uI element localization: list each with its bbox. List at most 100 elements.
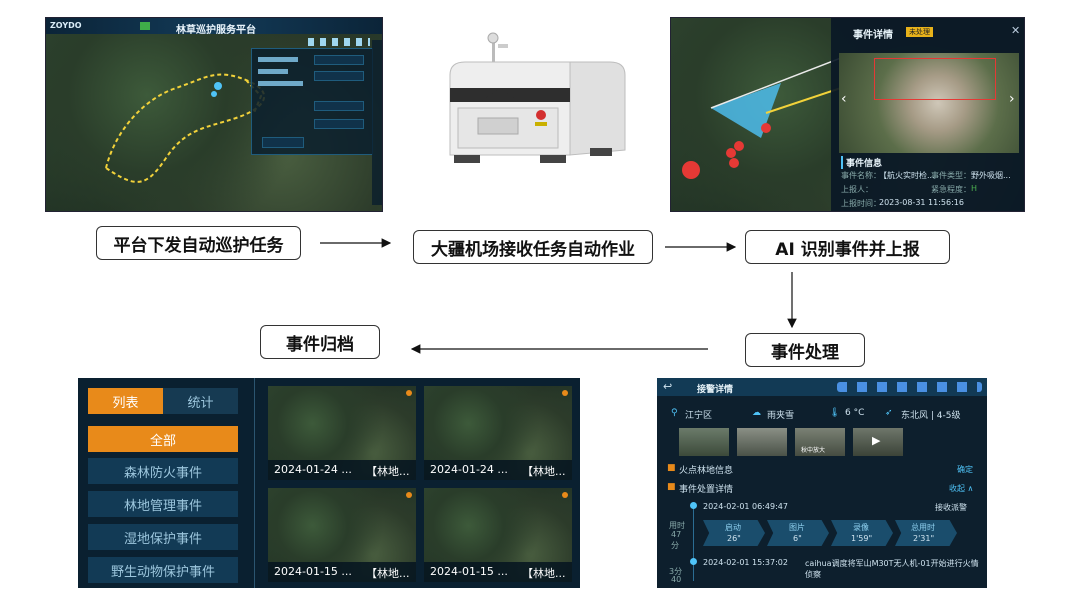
stat-chevron [831, 520, 893, 546]
status-badge: 未处理 [906, 27, 933, 37]
event-detail-title: 事件详情 [853, 30, 893, 41]
card-tag: 【林地... [366, 567, 410, 580]
weather-text: 雨夹雪 [767, 411, 795, 421]
ai-event-screenshot: 事件详情 未处理 ✕ ‹ › 事件信息 事件名称： 【航火实时检... 事件类型… [670, 17, 1025, 212]
entry2-text: caihua调度将军山M30T无人机-01开始进行火情侦察 [805, 559, 979, 579]
event-name-value: 【航火实时检... [879, 171, 935, 180]
reporter-label: 上报人： [841, 185, 873, 194]
dock-device-illustration [449, 32, 626, 163]
back-icon[interactable]: ↩ [663, 380, 673, 393]
location-icon: ⚲ [671, 408, 678, 418]
thermometer-icon: 🌡 [829, 408, 841, 418]
fire-land-info-heading: 火点林地信息 [679, 466, 734, 476]
event-info-heading: 事件信息 [841, 156, 882, 169]
platform-logo: ZOYDO [50, 21, 82, 30]
category-forest-land[interactable]: 林地管理事件 [88, 491, 238, 517]
card-date: 2024-01-15 ... [430, 565, 508, 578]
category-wildlife[interactable]: 野生动物保护事件 [88, 557, 238, 583]
archive-card[interactable]: 2024-01-15 ... 【林地... [424, 488, 572, 582]
stat-value: 1'59" [851, 534, 873, 543]
stat-chevron [703, 520, 765, 546]
event-name-label: 事件名称： [841, 171, 881, 180]
card-tag: 【林地... [522, 465, 566, 478]
timeline-line [693, 506, 694, 581]
tab-list[interactable]: 列表 [88, 388, 163, 414]
detection-box [874, 58, 996, 100]
config-button[interactable] [314, 119, 364, 129]
step-dispatch-task: 平台下发自动巡护任务 [96, 226, 301, 260]
fire-land-info-link[interactable]: 确定 [957, 465, 973, 474]
platform-map-screenshot: ZOYDO 林草巡护服务平台 [45, 17, 383, 212]
step-ai-recognize: AI 识别事件并上报 [745, 230, 950, 264]
config-button[interactable] [314, 55, 364, 65]
media-thumb[interactable] [679, 428, 729, 456]
elapsed2-value: 40 [671, 575, 682, 584]
stat-value: 2'31" [913, 534, 935, 543]
stat-chevron [895, 520, 957, 546]
dji-dock-image [440, 30, 630, 185]
report-time-value: 2023-08-31 11:56:16 [879, 198, 964, 207]
platform-title: 林草巡护服务平台 [176, 25, 256, 36]
unread-dot [406, 492, 412, 498]
archive-card[interactable]: 2024-01-24 ... 【林地... [268, 386, 416, 480]
prev-arrow-icon[interactable]: ‹ [841, 91, 847, 107]
card-caption-bar [424, 562, 572, 582]
drone-camera-cone [682, 57, 841, 179]
card-tag: 【林地... [366, 465, 410, 478]
media-thumb[interactable]: 秋中放大 [795, 428, 845, 456]
temperature-text: 6 °C [845, 408, 865, 418]
next-arrow-icon[interactable]: › [1009, 91, 1015, 107]
card-caption-bar [424, 460, 572, 480]
card-date: 2024-01-15 ... [274, 565, 352, 578]
stat-value: 6" [793, 534, 802, 543]
card-date: 2024-01-24 ... [274, 463, 352, 476]
stat-label: 图片 [789, 523, 805, 532]
elapsed1-label: 用时 [669, 521, 685, 530]
category-wetland[interactable]: 湿地保护事件 [88, 524, 238, 550]
report-time-label: 上报时间： [841, 199, 881, 208]
tool-icons [308, 38, 370, 46]
section-dot: ■ [667, 482, 676, 492]
media-thumb[interactable] [737, 428, 787, 456]
header-tool-icons[interactable] [837, 382, 982, 392]
wind-icon: ➶ [885, 408, 893, 418]
divider [254, 378, 255, 588]
archive-card[interactable]: 2024-01-15 ... 【林地... [268, 488, 416, 582]
category-forest-fire[interactable]: 森林防火事件 [88, 458, 238, 484]
stat-value: 26" [727, 534, 741, 543]
unread-dot [406, 390, 412, 396]
event-handling-screenshot: ↩ 接警详情 ⚲ 江宁区 ☁ 雨夹雪 🌡 6 °C ➶ 东北风 | 4-5级 秋… [657, 378, 987, 588]
entry1-time: 2024-02-01 06:49:47 [703, 502, 788, 511]
submit-task-button[interactable] [262, 137, 304, 148]
unread-dot [562, 492, 568, 498]
weather-icon: ☁ [752, 408, 761, 418]
district-text: 江宁区 [685, 411, 713, 421]
map-toolbar [372, 40, 382, 205]
stat-label: 总用时 [911, 523, 935, 532]
level-value: H [971, 184, 978, 193]
event-type-value: 野外吸烟... [971, 171, 1011, 180]
archive-card[interactable]: 2024-01-24 ... 【林地... [424, 386, 572, 480]
tab-stats[interactable]: 统计 [163, 388, 238, 414]
event-detail-panel: 事件详情 未处理 ✕ ‹ › 事件信息 事件名称： 【航火实时检... 事件类型… [831, 18, 1024, 211]
event-type-label: 事件类型： [931, 171, 971, 180]
collapse-link[interactable]: 收起 ∧ [949, 484, 974, 493]
unread-dot [562, 390, 568, 396]
platform-header [46, 18, 382, 34]
config-button[interactable] [314, 101, 364, 111]
stat-label: 启动 [725, 523, 741, 532]
stat-label: 录像 [853, 523, 869, 532]
step-handle-event: 事件处理 [745, 333, 865, 367]
event-photo[interactable]: ‹ › [839, 53, 1019, 153]
elapsed1-unit: 分 [671, 541, 679, 550]
card-caption-bar [268, 562, 416, 582]
config-row [258, 57, 298, 62]
close-icon[interactable]: ✕ [1011, 24, 1021, 37]
timeline-dot [690, 558, 697, 565]
media-thumb[interactable]: ▶ [853, 428, 903, 456]
handling-title: 接警详情 [697, 385, 734, 395]
config-button[interactable] [314, 71, 364, 81]
config-row [258, 69, 288, 74]
category-all[interactable]: 全部 [88, 426, 238, 452]
